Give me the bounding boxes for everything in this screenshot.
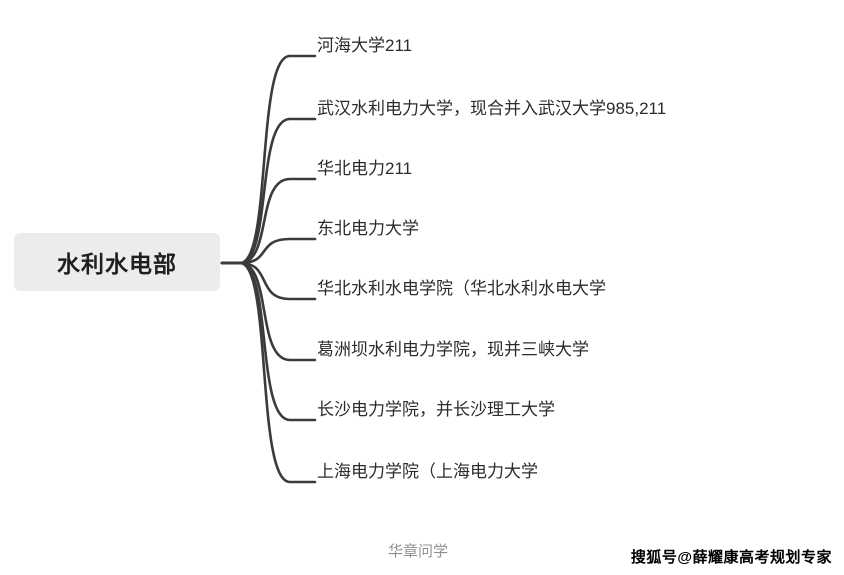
- root-node: 水利水电部: [14, 233, 220, 291]
- branch-label: 武汉水利电力大学，现合并入武汉大学985,211: [317, 99, 667, 118]
- branch-connector: [220, 261, 317, 362]
- branch-connector: [220, 117, 317, 265]
- branch-connector: [220, 261, 317, 422]
- branch-connector: [220, 237, 317, 265]
- watermark-right: 搜狐号@薛耀康高考规划专家: [630, 549, 832, 566]
- branch-label: 葛洲坝水利电力学院，现并三峡大学: [317, 340, 589, 359]
- branch-label: 长沙电力学院，并长沙理工大学: [317, 400, 555, 419]
- branch-label: 东北电力大学: [317, 219, 419, 238]
- watermark-center: 华章问学: [388, 543, 449, 560]
- branch-label: 华北电力211: [317, 159, 413, 178]
- branch-connector: [220, 261, 317, 484]
- branch-connector: [220, 177, 317, 265]
- branch-connector: [220, 261, 317, 301]
- branch-label: 华北水利水电学院（华北水利水电大学: [317, 279, 606, 298]
- branch-connector: [220, 54, 317, 265]
- branch-label: 上海电力学院（上海电力大学: [317, 462, 538, 481]
- root-node-label: 水利水电部: [57, 251, 177, 277]
- branch-label: 河海大学211: [317, 36, 413, 55]
